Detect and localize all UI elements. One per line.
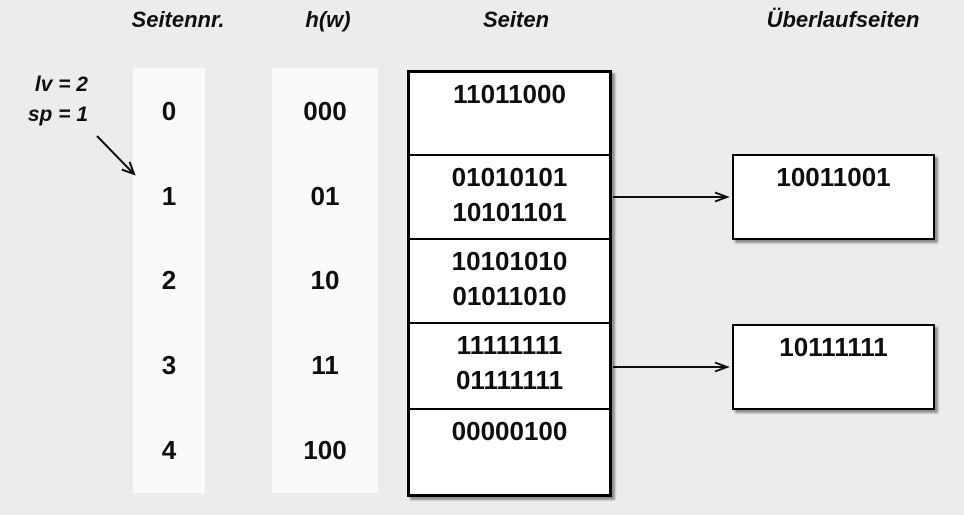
- page-table: 11011000 01010101 10101101 10101010 0101…: [407, 70, 612, 497]
- header-seiten: Seiten: [482, 7, 550, 32]
- page-entry: 11111111: [456, 330, 563, 360]
- page-number: 0: [161, 95, 177, 126]
- page-entry: 00000100: [451, 416, 568, 446]
- page-number: 2: [161, 264, 177, 295]
- page-entry: 10111111: [779, 332, 888, 362]
- hash-value: 000: [303, 95, 347, 126]
- hash-value: 01: [310, 180, 340, 211]
- header-seitennr: Seitennr.: [131, 7, 225, 32]
- page-row: 11111111 01111111: [410, 322, 609, 408]
- page-row: 00000100: [410, 408, 609, 494]
- page-number: 1: [161, 180, 177, 211]
- overflow-page-1: 10011001: [732, 154, 935, 240]
- split-pointer-arrow-icon: [96, 135, 136, 176]
- header-hash-function: h(w): [305, 7, 351, 32]
- state-annotation: lv = 2 sp = 1: [8, 70, 88, 130]
- hash-value: 100: [303, 435, 347, 465]
- level-value: lv = 2: [34, 73, 88, 96]
- page-entry: 10011001: [776, 162, 891, 192]
- page-entry: 01111111: [455, 365, 564, 395]
- overflow-page-2: 10111111: [732, 324, 935, 410]
- page-entry: 01011010: [452, 281, 567, 311]
- page-entry: 10101101: [452, 197, 567, 227]
- page-row: 11011000: [410, 73, 609, 154]
- page-entry: 11011000: [453, 79, 566, 109]
- page-row: 10101010 01011010: [410, 238, 609, 322]
- hash-value: 10: [310, 264, 340, 295]
- page-entry: 10101010: [451, 246, 568, 276]
- header-ueberlaufseiten: Überlaufseiten: [766, 7, 920, 32]
- split-pointer-value: sp = 1: [27, 103, 88, 126]
- page-number-column: 0 1 2 3 4: [133, 68, 205, 493]
- page-number: 3: [161, 349, 177, 380]
- overflow-arrow-2-icon: [613, 361, 730, 373]
- page-number: 4: [161, 435, 177, 465]
- page-entry: 01010101: [451, 162, 568, 192]
- overflow-arrow-1-icon: [613, 191, 730, 203]
- hash-value: 11: [311, 349, 339, 380]
- page-row: 01010101 10101101: [410, 154, 609, 238]
- hash-value-column: 000 01 10 11 100: [272, 68, 378, 493]
